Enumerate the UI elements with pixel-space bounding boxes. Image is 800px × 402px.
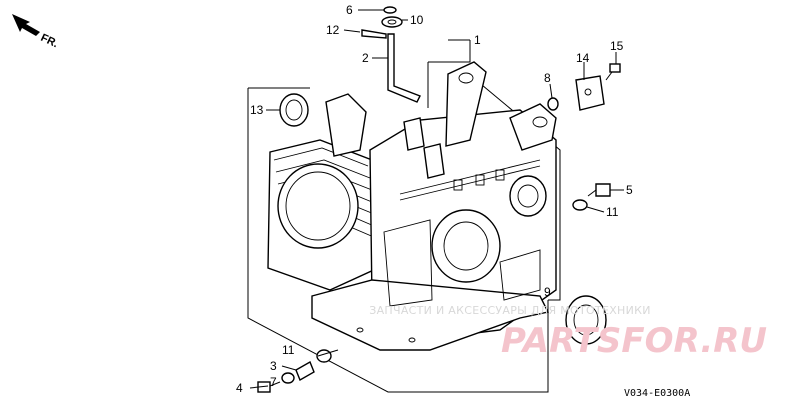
callout-10: 10 <box>410 13 424 27</box>
callout-11-lower: 11 <box>282 343 295 357</box>
washer-10 <box>381 16 403 28</box>
front-direction-arrow <box>12 14 40 36</box>
drain-bolt-5 <box>587 183 611 197</box>
clip-6 <box>383 6 397 14</box>
callout-13: 13 <box>250 103 264 117</box>
callout-6: 6 <box>346 3 353 17</box>
callout-14: 14 <box>576 51 590 65</box>
cylinder-block <box>267 61 557 351</box>
callout-1: 1 <box>474 33 481 47</box>
callout-3: 3 <box>270 359 277 373</box>
pin-12 <box>361 29 387 39</box>
oil-seal-9 <box>565 295 607 345</box>
callout-4: 4 <box>236 381 243 395</box>
drawing-code: V034-E0300A <box>624 388 690 399</box>
callout-8: 8 <box>544 71 551 85</box>
washer-11-upper <box>572 199 588 211</box>
governor-arm <box>387 33 421 103</box>
bolt-15 <box>605 63 621 81</box>
callout-2: 2 <box>362 51 369 65</box>
drain-plug-7 <box>295 360 315 382</box>
oil-seal-13 <box>279 93 309 127</box>
watermark-logo: PARTSFOR.RU <box>501 321 767 361</box>
washer-3 <box>281 372 295 384</box>
callout-15: 15 <box>610 39 624 53</box>
dowel-pin-8 <box>547 97 559 111</box>
callout-9: 9 <box>544 285 551 299</box>
watermark-subtitle: ЗАПЧАСТИ И АКСЕССУАРЫ ДЛЯ МОТОТЕХНИКИ <box>369 304 651 317</box>
direction-label: FR. <box>39 32 60 50</box>
callout-5: 5 <box>626 183 633 197</box>
leader-lines <box>249 9 624 389</box>
callout-7: 7 <box>270 375 277 389</box>
breather-cover-14 <box>575 75 605 111</box>
callout-11-upper: 11 <box>606 205 619 219</box>
callout-12: 12 <box>326 23 340 37</box>
